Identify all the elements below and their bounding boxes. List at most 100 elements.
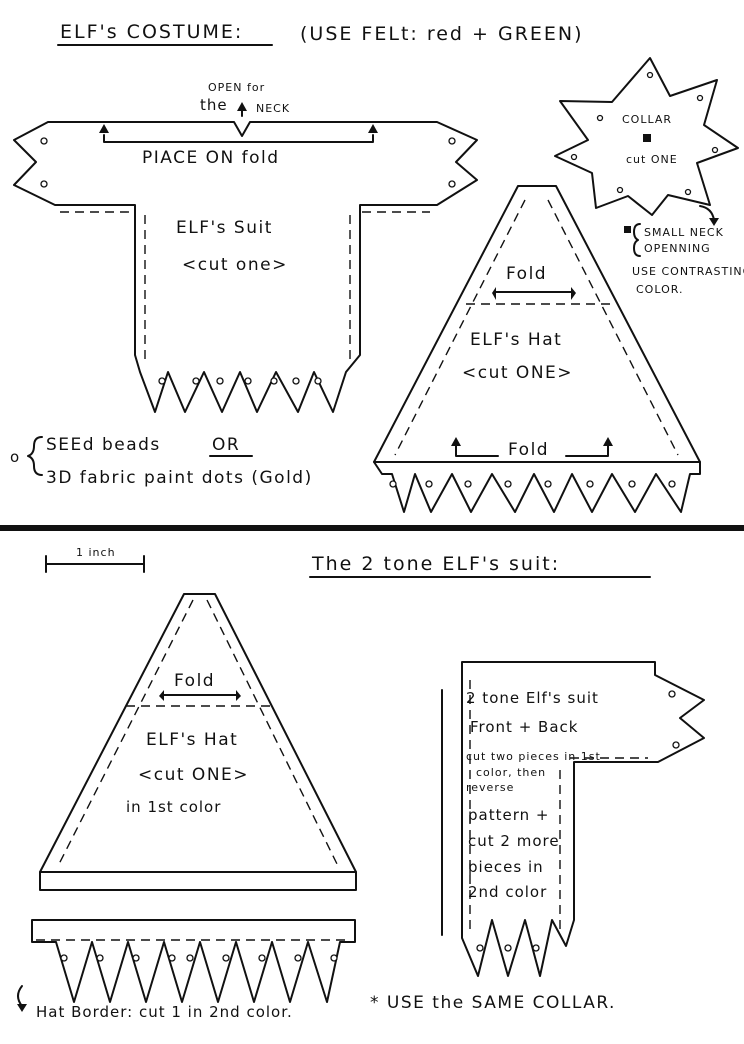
two-tone-hat-color-note: in 1st color bbox=[126, 798, 221, 816]
two-tone-suit-line2: Front + Back bbox=[470, 718, 578, 736]
collar-bead-dot bbox=[596, 114, 604, 122]
hat-fold-arrow-left-icon bbox=[492, 287, 496, 300]
suit-bead-dot bbox=[292, 377, 300, 385]
hat-cut-note: <cut ONE> bbox=[462, 363, 573, 383]
border-bead-dot bbox=[222, 954, 230, 962]
collar-bead-dot bbox=[684, 188, 692, 196]
hat-border-outline bbox=[373, 461, 701, 513]
hat-bead-dot bbox=[464, 480, 472, 488]
hat-fold-up-left-icon bbox=[451, 437, 461, 446]
two-tone-title: The 2 tone ELF's suit: bbox=[311, 553, 560, 575]
beads-note-line2: 3D fabric paint dots (Gold) bbox=[46, 468, 313, 488]
suit-outline bbox=[13, 121, 478, 413]
two-tone-suit-line1: 2 tone Elf's suit bbox=[466, 689, 599, 707]
collar-name: COLLAR bbox=[622, 113, 672, 126]
section-divider bbox=[0, 525, 744, 531]
beads-note-or: OR bbox=[212, 435, 240, 455]
neck-opening-note-line2: OPENNING bbox=[644, 242, 711, 255]
curved-arrow bbox=[699, 205, 715, 221]
hat-fold-top-label: Fold bbox=[506, 264, 547, 284]
beads-note-line1: SEEd beads bbox=[46, 435, 161, 455]
collar-bead-dot bbox=[570, 153, 578, 161]
scale-bar: 1 inch bbox=[45, 546, 145, 573]
curved-arrow-icon bbox=[709, 218, 719, 226]
hat-bead-dot bbox=[668, 480, 676, 488]
border-bead-dot bbox=[60, 954, 68, 962]
neck-note-line2: the bbox=[200, 96, 228, 114]
two-tone-hat-arrow-right-icon bbox=[236, 690, 241, 701]
suit-bead-dot bbox=[448, 180, 456, 188]
border-bead-dot bbox=[186, 954, 194, 962]
collar-note-brace bbox=[633, 223, 641, 257]
two-tone-suit-piece: 2 tone Elf's suit Front + Back cut two p… bbox=[441, 661, 705, 977]
collar-outline bbox=[554, 57, 739, 216]
suit-bead-dot bbox=[40, 180, 48, 188]
hat-fold-up-right-icon bbox=[603, 437, 613, 446]
contrast-note-line2: COLOR. bbox=[636, 283, 683, 296]
hat-bead-dot bbox=[586, 480, 594, 488]
suit-bead-dot bbox=[40, 137, 48, 145]
neck-note-line1: OPEN for bbox=[208, 81, 265, 94]
hat-bead-dot bbox=[628, 480, 636, 488]
fold-label: PIACE ON fold bbox=[142, 148, 280, 168]
suit-bead-dot bbox=[216, 377, 224, 385]
hat-fold-arrow-right-icon bbox=[571, 287, 576, 300]
two-tone-suit-line8: pieces in bbox=[468, 858, 544, 876]
border-bead-dot bbox=[96, 954, 104, 962]
suit-pattern-piece: OPEN for the NECK PIACE ON fold ELF's Su… bbox=[13, 81, 478, 413]
two-tone-suit-line7: cut 2 more bbox=[468, 832, 560, 850]
neck-arrow-icon bbox=[237, 102, 247, 111]
two-tone-suit-line5: reverse bbox=[466, 781, 514, 794]
two-tone-hat-seam-right bbox=[206, 599, 339, 867]
border-bead-dot bbox=[330, 954, 338, 962]
suit-name: ELF's Suit bbox=[176, 218, 273, 238]
hat-bead-dot bbox=[389, 480, 397, 488]
suit-bead-dot bbox=[158, 377, 166, 385]
hat-bottom-fold-right bbox=[565, 445, 609, 457]
two-tone-hat-cut-note: <cut ONE> bbox=[138, 765, 249, 785]
hat-pattern-piece: Fold ELF's Hat <cut ONE> Fold bbox=[373, 185, 701, 513]
neck-opening-marker-icon bbox=[643, 134, 651, 142]
suit-bead-dot bbox=[448, 137, 456, 145]
material-note: (USE FELt: red + GREEN) bbox=[300, 23, 584, 45]
collar-pattern-piece: COLLAR cut ONE SMALL NECK OPENNING USE C… bbox=[554, 57, 744, 296]
two-tone-suit-bead-dot bbox=[476, 944, 484, 952]
two-tone-suit-bead-dot bbox=[532, 944, 540, 952]
fold-arrow-line bbox=[103, 134, 374, 143]
two-tone-suit-bead-dot bbox=[668, 690, 676, 698]
two-tone-suit-bead-dot bbox=[504, 944, 512, 952]
page-title: ELF's COSTUME: bbox=[60, 21, 243, 43]
hat-border-strip-outline bbox=[31, 919, 356, 1003]
hat-bead-dot bbox=[544, 480, 552, 488]
two-tone-suit-line9: 2nd color bbox=[468, 883, 547, 901]
neck-opening-note-line1: SMALL NECK bbox=[644, 226, 724, 239]
hat-border-strip: Hat Border: cut 1 in 2nd color. bbox=[17, 919, 356, 1021]
scale-label: 1 inch bbox=[76, 546, 116, 559]
hat-bottom-fold-left bbox=[455, 445, 499, 457]
collar-bead-dot bbox=[646, 71, 654, 79]
neck-opening-legend-icon bbox=[624, 226, 631, 233]
two-tone-suit-bead-dot bbox=[672, 741, 680, 749]
border-curved-arrow bbox=[17, 985, 23, 1007]
contrast-note-line1: USE CONTRASTING bbox=[632, 265, 744, 278]
two-tone-hat-arrow-left-icon bbox=[159, 690, 164, 701]
same-collar-note: * USE the SAME COLLAR. bbox=[370, 993, 616, 1013]
border-bead-dot bbox=[132, 954, 140, 962]
two-tone-hat-piece: Fold ELF's Hat <cut ONE> in 1st color bbox=[39, 593, 357, 891]
two-tone-suit-line3: cut two pieces in 1st bbox=[466, 750, 601, 763]
hat-border-note: Hat Border: cut 1 in 2nd color. bbox=[36, 1003, 293, 1021]
collar-bead-dot bbox=[616, 186, 624, 194]
two-tone-hat-name: ELF's Hat bbox=[146, 730, 238, 750]
suit-bead-dot bbox=[314, 377, 322, 385]
border-bead-dot bbox=[294, 954, 302, 962]
hat-seam-right bbox=[547, 199, 679, 456]
two-tone-suit-line4: color, then bbox=[476, 766, 546, 779]
fold-arrow-right-icon bbox=[368, 124, 378, 133]
two-tone-suit-line6: pattern + bbox=[468, 806, 549, 824]
hat-name: ELF's Hat bbox=[470, 330, 562, 350]
suit-bead-dot bbox=[270, 377, 278, 385]
two-tone-hat-fold-label: Fold bbox=[174, 671, 215, 691]
two-tone-hat-seam-left bbox=[57, 599, 194, 867]
